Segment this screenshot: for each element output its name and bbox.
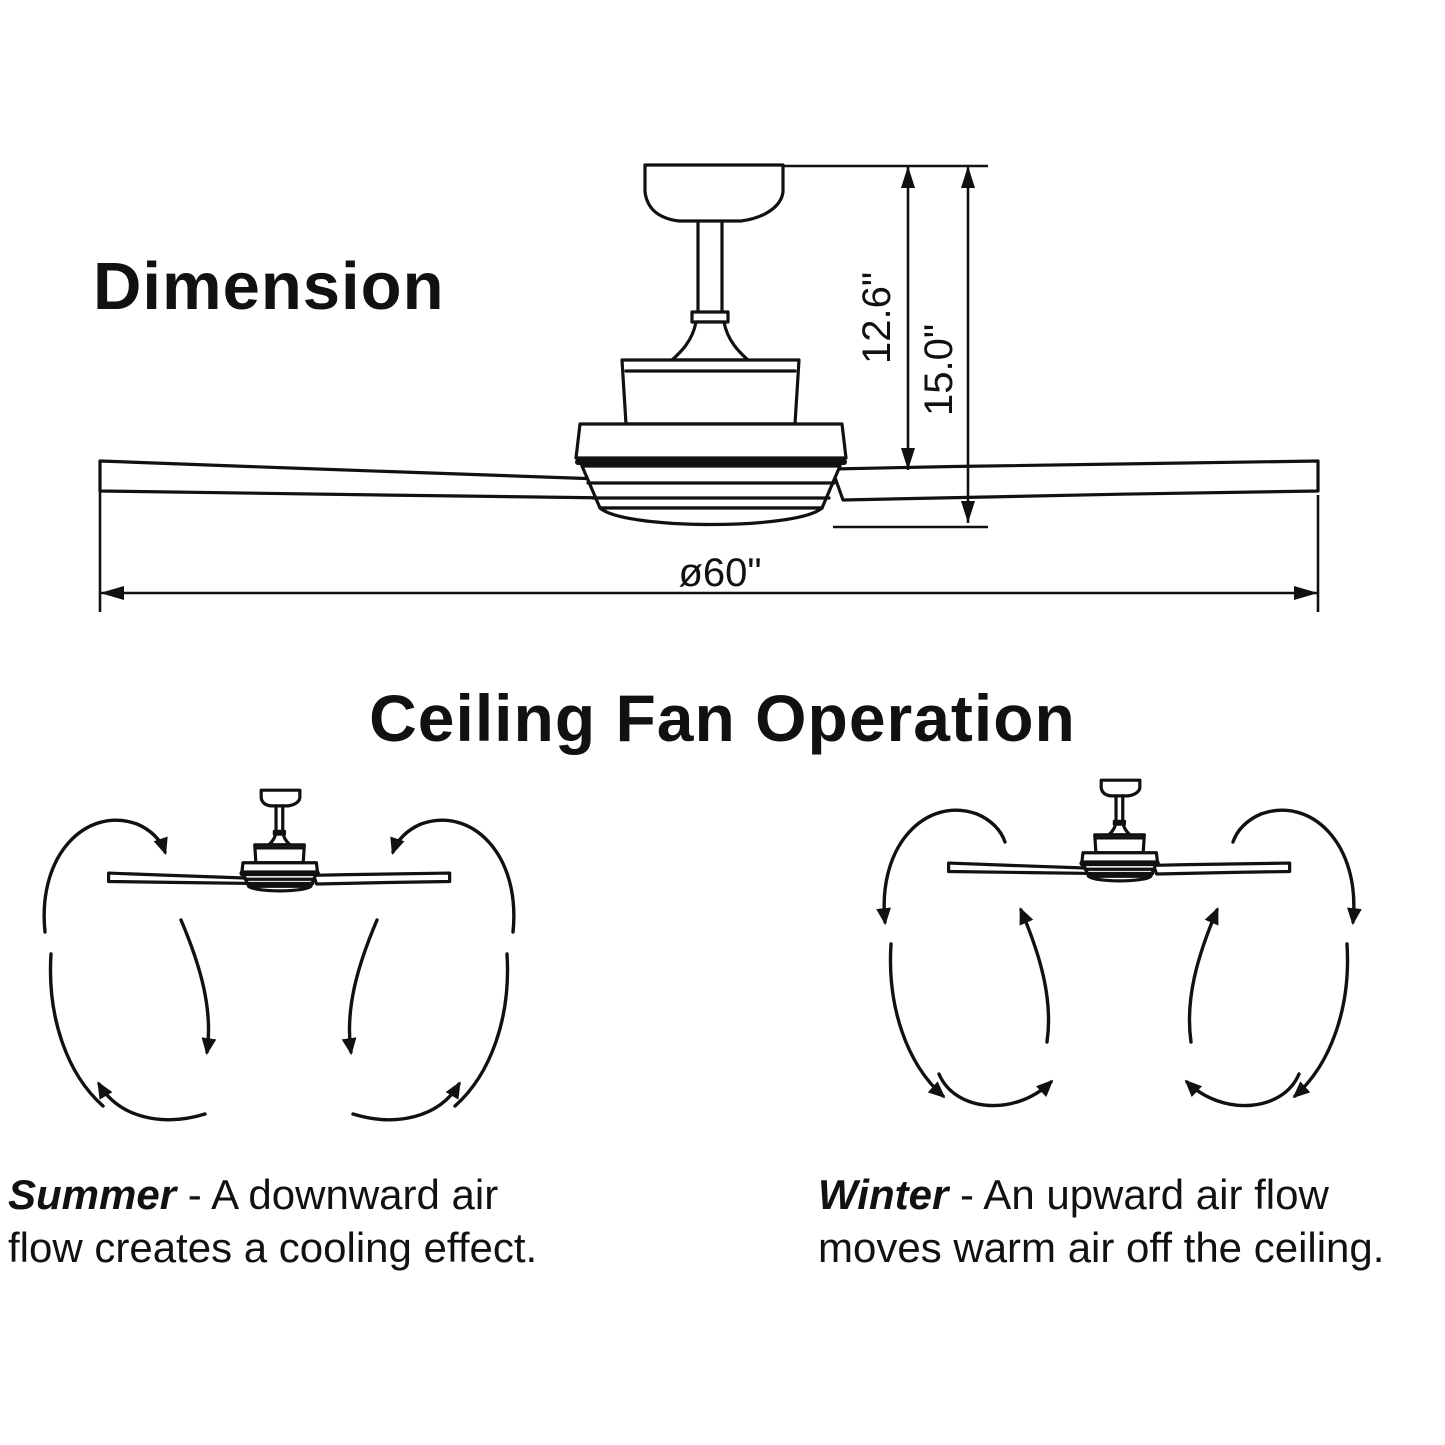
airflow-arrow [876, 808, 1007, 926]
airflow-loop-right [1184, 808, 1362, 1108]
airflow-loop-right [341, 818, 516, 1122]
airflow-arc [48, 952, 105, 1108]
winter-caption-line1: Winter - An upward air flow [818, 1168, 1445, 1221]
winter-caption-line2: moves warm air off the ceiling. [818, 1224, 1385, 1271]
airflow-arrow [1187, 907, 1219, 1044]
summer-airflow-diagram [42, 789, 516, 1122]
airflow-arrow [42, 818, 168, 934]
airflow-arrow [341, 918, 379, 1056]
operation-section-title: Ceiling Fan Operation [369, 681, 1076, 755]
airflow-arc [453, 952, 510, 1108]
winter-airflow-arrows [876, 808, 1362, 1108]
summer-caption-line2: flow creates a cooling effect. [8, 1224, 538, 1271]
airflow-loop-left [876, 808, 1054, 1108]
airflow-arrow [1019, 907, 1051, 1044]
dimension-section-title: Dimension [93, 249, 445, 324]
blade-span-dimension-label: ø60" [678, 551, 761, 595]
airflow-arrow [888, 942, 946, 1099]
airflow-arrow [1184, 1072, 1301, 1108]
airflow-arrow [1292, 942, 1350, 1099]
dimension-arrowheads [100, 166, 1318, 600]
airflow-arrow [97, 1081, 207, 1122]
drop-height-dimension-label: 12.6" [855, 272, 899, 364]
winter-caption: Winter - An upward air flow moves warm a… [818, 1168, 1445, 1274]
airflow-arrow [1231, 808, 1362, 926]
airflow-loop-left [42, 818, 217, 1122]
airflow-arrow [937, 1072, 1054, 1108]
winter-caption-rest: - An upward air flow [948, 1171, 1329, 1218]
summer-caption-rest: - A downward air [176, 1171, 499, 1218]
ceiling-fan-side-view [100, 165, 1318, 525]
total-height-dimension-label: 15.0" [917, 324, 961, 416]
summer-airflow-arrows [42, 818, 516, 1122]
winter-term: Winter [818, 1171, 949, 1218]
airflow-arrow [390, 818, 516, 934]
fan-dimension-drawing: 12.6" 15.0" ø60" [80, 150, 1370, 612]
winter-airflow-diagram [876, 779, 1362, 1108]
dimension-lines [98, 164, 1320, 612]
summer-term: Summer [8, 1171, 177, 1218]
summer-caption: Summer - A downward air flow creates a c… [8, 1168, 648, 1274]
airflow-arrow [179, 918, 217, 1056]
airflow-arrow [351, 1081, 461, 1122]
summer-caption-line1: Summer - A downward air [8, 1168, 648, 1221]
